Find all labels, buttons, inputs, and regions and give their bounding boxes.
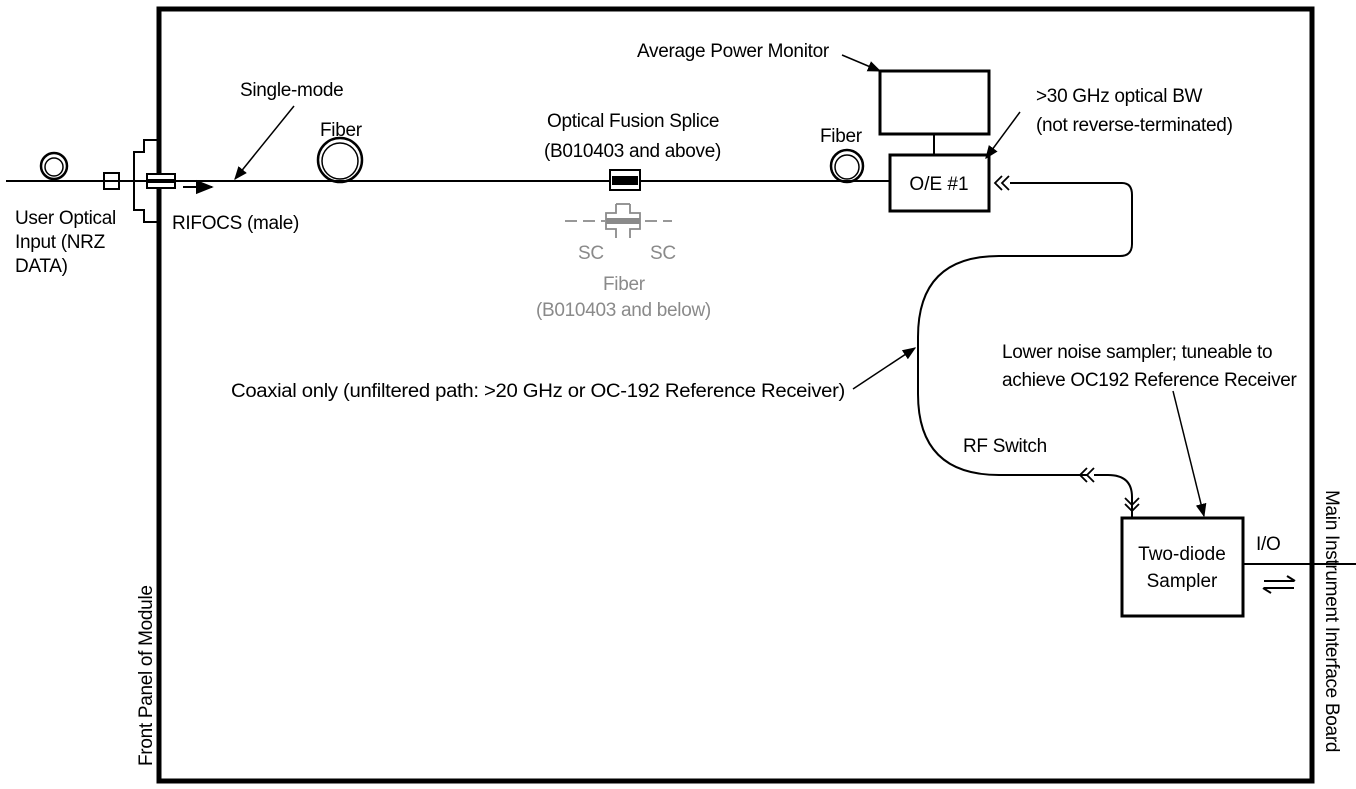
io-bidirectional-arrow-icon: [1262, 575, 1296, 594]
fiber-1-label: Fiber: [320, 120, 363, 141]
rf-switch-label: RF Switch: [963, 436, 1047, 457]
main-board-label: Main Instrument Interface Board: [1321, 490, 1342, 752]
oe-bw-label-line2: (not reverse-terminated): [1036, 115, 1233, 136]
user-input-label-line2: Input (NRZ: [15, 232, 106, 253]
splice-range-label: (B010403 and above): [544, 141, 721, 162]
oe-bw-label-line1: >30 GHz optical BW: [1036, 86, 1203, 107]
user-input-label-line3: DATA): [15, 256, 68, 277]
fiber-coil-2-icon: [829, 148, 865, 184]
sampler-box-line1: Two-diode: [1138, 544, 1226, 565]
legacy-fiber-label: Fiber: [603, 274, 646, 295]
single-mode-label: Single-mode: [240, 80, 343, 101]
two-diode-sampler-box: [1120, 516, 1245, 618]
sampler-box-line2: Sampler: [1147, 571, 1218, 592]
input-connector-icon: [103, 172, 176, 190]
coax-leader: [852, 347, 917, 390]
rf-switch-connector-icon: [1078, 467, 1095, 483]
module-outline: [156, 6, 1315, 784]
average-power-monitor-box: [878, 69, 991, 136]
fiber-2-label: Fiber: [820, 126, 863, 147]
average-power-label: Average Power Monitor: [637, 41, 830, 62]
sampler-note-line1: Lower noise sampler; tuneable to: [1002, 342, 1272, 363]
front-panel-bulkhead-icon: [133, 139, 159, 223]
sampler-note-leader: [1172, 390, 1207, 518]
legacy-fiber-range-label: (B010403 and below): [536, 300, 711, 321]
rifocs-label: RIFOCS (male): [172, 213, 299, 234]
user-input-label-line1: User Optical: [15, 208, 116, 229]
front-panel-label: Front Panel of Module: [136, 585, 157, 766]
sampler-input-connector-icon: [1124, 497, 1140, 513]
fusion-splice-icon: [609, 169, 641, 191]
oe-box-label: O/E #1: [909, 174, 968, 195]
sampler-note-line2: achieve OC192 Reference Receiver: [1002, 370, 1298, 391]
coax-cable-path: [917, 182, 1133, 476]
average-power-leader: [841, 54, 882, 72]
sc-right-label: SC: [650, 243, 676, 264]
splice-title-label: Optical Fusion Splice: [547, 111, 719, 132]
coax-label: Coaxial only (unfiltered path: >20 GHz o…: [231, 381, 845, 402]
input-fiber-coil-icon: [39, 151, 69, 181]
legacy-sc-connector-icon: [565, 203, 672, 238]
sc-left-label: SC: [578, 243, 604, 264]
oe-rf-connector-icon: [993, 175, 1010, 191]
oe-bw-leader: [985, 111, 1021, 160]
fiber-coil-1-icon: [316, 136, 364, 184]
single-mode-leader: [234, 105, 295, 181]
io-label: I/O: [1256, 534, 1280, 555]
oe-converter-box: [888, 153, 991, 213]
